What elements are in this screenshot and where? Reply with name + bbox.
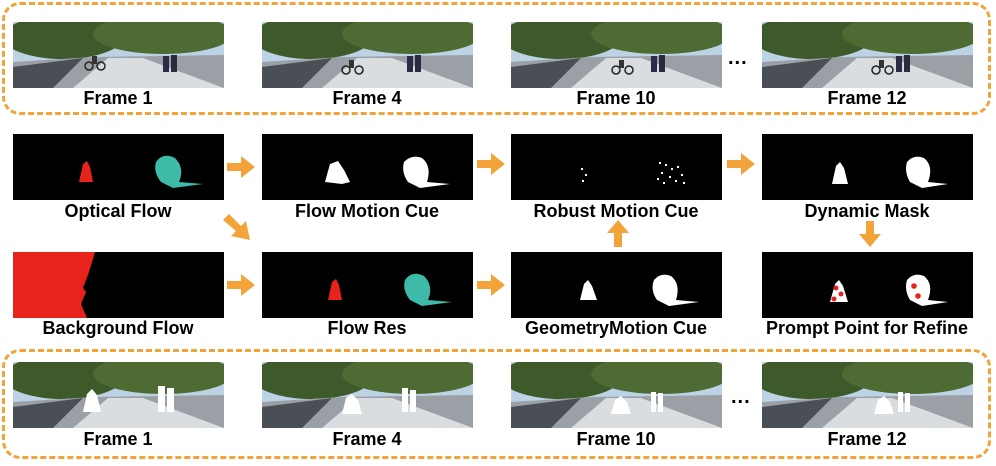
output-frame-12-label: Frame 12	[827, 429, 907, 449]
masked-street-image	[762, 362, 973, 428]
street-scene-image	[511, 22, 722, 88]
flow-motion-cue-label: Flow Motion Cue	[295, 201, 439, 221]
robust-motion-cue-panel	[511, 134, 722, 200]
input-frame-1-label: Frame 1	[83, 88, 153, 108]
dynamic-mask-label: Dynamic Mask	[804, 201, 930, 221]
bottom-ellipsis: ...	[731, 386, 751, 408]
output-frame-12	[762, 362, 973, 428]
prompt-point-panel	[762, 252, 973, 318]
arrow-up-icon	[607, 220, 629, 247]
masked-street-image	[262, 362, 473, 428]
arrow-right-icon	[477, 274, 505, 296]
flow-res-label: Flow Res	[327, 318, 407, 338]
top-ellipsis: ...	[728, 47, 748, 69]
input-frame-12	[762, 22, 973, 88]
arrow-down-icon	[859, 221, 881, 247]
background-flow-image	[13, 252, 224, 318]
output-frame-10	[511, 362, 722, 428]
robust-motion-cue-image	[511, 134, 722, 200]
optical-flow-label: Optical Flow	[64, 201, 172, 221]
input-frame-10-label: Frame 10	[576, 88, 656, 108]
output-frame-4	[262, 362, 473, 428]
output-frame-1-label: Frame 1	[83, 429, 153, 449]
prompt-point-label: Prompt Point for Refine	[766, 318, 968, 338]
arrow-right-icon	[727, 153, 755, 175]
optical-flow-image	[13, 134, 224, 200]
dynamic-mask-image	[762, 134, 973, 200]
arrow-right-icon	[227, 156, 255, 178]
background-flow-panel	[13, 252, 224, 318]
robust-motion-cue-label: Robust Motion Cue	[533, 201, 699, 221]
arrow-right-icon	[227, 274, 255, 296]
masked-street-image	[13, 362, 224, 428]
optical-flow-panel	[13, 134, 224, 200]
geometry-motion-cue-image	[511, 252, 722, 318]
output-frames-group	[2, 349, 991, 459]
output-frame-10-label: Frame 10	[576, 429, 656, 449]
street-scene-image	[762, 22, 973, 88]
input-frame-4-label: Frame 4	[332, 88, 402, 108]
prompt-point-image	[762, 252, 973, 318]
geometry-motion-cue-panel	[511, 252, 722, 318]
flow-motion-cue-panel	[262, 134, 473, 200]
input-frame-1	[13, 22, 224, 88]
output-frame-4-label: Frame 4	[332, 429, 402, 449]
flow-motion-cue-image	[262, 134, 473, 200]
input-frames-group	[2, 2, 991, 115]
street-scene-image	[13, 22, 224, 88]
masked-street-image	[511, 362, 722, 428]
flow-res-image	[262, 252, 473, 318]
input-frame-12-label: Frame 12	[827, 88, 907, 108]
background-flow-label: Background Flow	[42, 318, 194, 338]
dynamic-mask-panel	[762, 134, 973, 200]
input-frame-10	[511, 22, 722, 88]
output-frame-1	[13, 362, 224, 428]
geometry-motion-cue-label: GeometryMotion Cue	[524, 318, 707, 338]
street-scene-image	[262, 22, 473, 88]
input-frame-4	[262, 22, 473, 88]
arrow-right-icon	[477, 153, 505, 175]
flow-res-panel	[262, 252, 473, 318]
